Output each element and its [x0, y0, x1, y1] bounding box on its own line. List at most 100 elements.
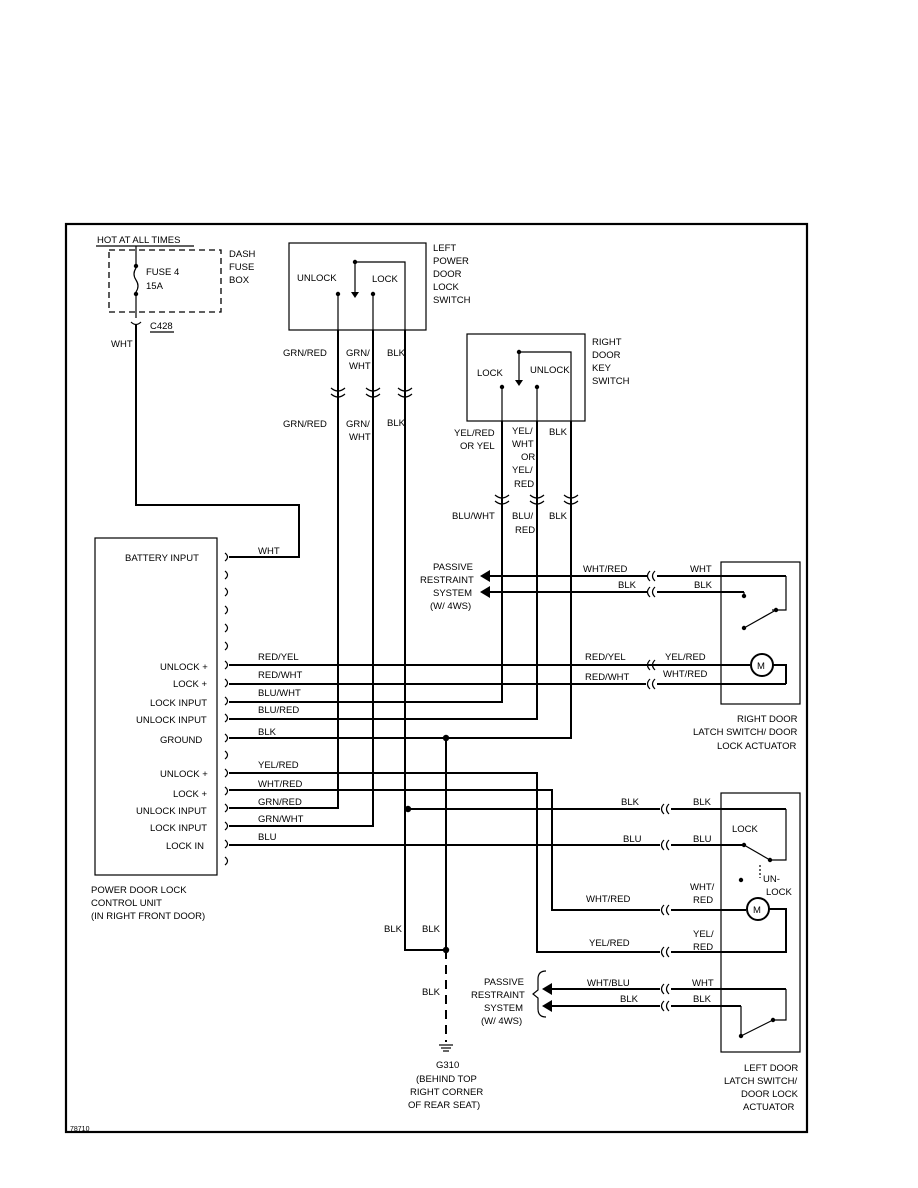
left-switch-title-2: POWER — [433, 256, 469, 267]
wire-yel-red — [229, 772, 660, 953]
cu-wire-blu-red: BLU/RED — [258, 705, 299, 716]
rks-wire-yelred-2: OR YEL — [460, 441, 495, 452]
ground-icon — [439, 1044, 453, 1052]
left-switch-title-4: LOCK — [433, 282, 460, 293]
ld-label-4: ACTUATOR — [743, 1102, 795, 1113]
rks-wire-bluwht: BLU/WHT — [452, 511, 495, 522]
wire-blu-wht — [229, 421, 503, 703]
right-key-switch-title-3: KEY — [592, 363, 612, 374]
cu-pin-unlock-plus-1: UNLOCK + — [160, 662, 208, 673]
rks-wire-blured-1: BLU/ — [512, 511, 533, 522]
cu-pin-lock-input-2: LOCK INPUT — [150, 823, 207, 834]
wire-grn-wht — [229, 330, 374, 827]
connector-c428-label: C428 — [150, 321, 173, 332]
gnd-location-2: RIGHT CORNER — [410, 1087, 483, 1098]
wire-blu-red — [229, 421, 538, 720]
cu-pin-lock-input-1: LOCK INPUT — [150, 698, 207, 709]
lsw-wire-grn-wht-upper-1: GRN/ — [346, 348, 370, 359]
ld-wire-blu-left: BLU — [623, 834, 642, 845]
rks-wire-yelwht-2: WHT — [512, 439, 534, 450]
cu-wire-red-yel: RED/YEL — [258, 652, 299, 663]
ld-unlock-label-2: LOCK — [766, 887, 793, 898]
lsw-wire-blk-lower: BLK — [387, 418, 406, 429]
gnd-wire-left: BLK — [384, 924, 403, 935]
left-door-latch-actuator: BLK BLK BLU BLU LOCK UN- LOCK WHT/RED WH… — [586, 792, 801, 1113]
box-label: BOX — [229, 275, 250, 286]
rd-wire-b-left: RED/WHT — [585, 672, 630, 683]
pr-upper-wire-2-right: BLK — [694, 580, 713, 591]
pr-lower-wire-2-left: BLK — [620, 994, 639, 1005]
rks-wire-yelwht-5: RED — [514, 479, 534, 490]
pr-lower-wire-1-right: WHT — [692, 978, 714, 989]
pr-upper-wire-1-right: WHT — [690, 564, 712, 575]
rks-wire-blk-upper: BLK — [549, 427, 568, 438]
right-door-latch-actuator: RED/YEL YEL/RED RED/WHT WHT/RED M RIGHT … — [585, 561, 801, 752]
rks-wire-blk-lower: BLK — [549, 511, 568, 522]
fuse-label: FUSE — [229, 262, 254, 273]
connector-c428-icon — [130, 321, 142, 326]
pr-upper-label-4: (W/ 4WS) — [430, 601, 471, 612]
rks-lock-label: LOCK — [477, 368, 504, 379]
wire-wht-red — [229, 789, 660, 911]
pr-upper-label-3: SYSTEM — [433, 588, 472, 599]
lsw-wire-grn-wht-upper-2: WHT — [349, 361, 371, 372]
left-power-door-lock-switch: LEFT POWER DOOR LOCK SWITCH UNLOCK LOCK — [288, 242, 471, 331]
right-key-switch-title-1: RIGHT — [592, 337, 622, 348]
pr-lower-label-2: RESTRAINT — [471, 990, 525, 1001]
ld-wire-blu-right: BLU — [693, 834, 712, 845]
cu-pin-ground: GROUND — [160, 735, 202, 746]
left-switch-connectors — [330, 387, 413, 398]
diagram-frame — [64, 222, 809, 1134]
cu-wire-blu: BLU — [258, 832, 277, 843]
gnd-wire-right: BLK — [422, 924, 441, 935]
rks-wire-yelwht-3: OR — [521, 452, 535, 463]
ld-motor-label: M — [753, 905, 761, 916]
wire-wht-battery — [135, 325, 300, 558]
ld-lock-label: LOCK — [732, 824, 759, 835]
ld-wire-whtred-right-2: RED — [693, 895, 713, 906]
dash-fuse-box: HOT AT ALL TIMES FUSE 4 15A DASH FUSE BO… — [96, 235, 256, 350]
pr-upper-label-2: RESTRAINT — [420, 575, 474, 586]
cu-pin-unlock-input-2: UNLOCK INPUT — [136, 806, 207, 817]
ld-wire-yelred-right-2: RED — [693, 942, 713, 953]
rks-wire-blured-2: RED — [515, 525, 535, 536]
cu-wire-grn-wht: GRN/WHT — [258, 814, 304, 825]
dash-label: DASH — [229, 249, 256, 260]
lsw-wire-grn-red-lower: GRN/RED — [283, 419, 327, 430]
ld-unlock-label-1: UN- — [763, 874, 780, 885]
pr-lower-wire-1-left: WHT/BLU — [587, 978, 630, 989]
left-switch-lock-label: LOCK — [372, 274, 399, 285]
gnd-location-3: OF REAR SEAT) — [408, 1100, 480, 1111]
fuse-rating: 15A — [146, 281, 164, 292]
right-key-switch-title-4: SWITCH — [592, 376, 630, 387]
ld-wire-whtred-right-1: WHT/ — [690, 882, 715, 893]
ld-wire-yelred-left: YEL/RED — [589, 938, 630, 949]
cu-wire-wht-red: WHT/RED — [258, 779, 302, 790]
ld-wire-whtred-left: WHT/RED — [586, 894, 630, 905]
figure-id: 78710 — [70, 1126, 90, 1133]
ld-label-2: LATCH SWITCH/ — [724, 1076, 798, 1087]
passive-restraint-upper: PASSIVE RESTRAINT SYSTEM (W/ 4WS) WHT/RE… — [420, 562, 786, 612]
wire-grn-red — [229, 330, 339, 809]
wire-blk-left-switch — [404, 330, 446, 951]
pr-lower-wire-2-right: BLK — [693, 994, 712, 1005]
wire-blk-key-switch — [446, 421, 572, 739]
lsw-wire-blk-upper: BLK — [387, 348, 406, 359]
fuse-name: FUSE 4 — [146, 267, 179, 278]
wire-wht-fuse-label: WHT — [111, 339, 133, 350]
ld-wire-yelred-right-1: YEL/ — [693, 929, 714, 940]
ld-wire-blk-right: BLK — [693, 797, 712, 808]
ld-wire-blk-left: BLK — [621, 797, 640, 808]
rd-label-3: LOCK ACTUATOR — [717, 741, 796, 752]
pr-lower-label-4: (W/ 4WS) — [481, 1016, 522, 1027]
gnd-name: G310 — [436, 1060, 459, 1071]
cu-wire-yel-red: YEL/RED — [258, 760, 299, 771]
rd-label-2: LATCH SWITCH/ DOOR — [693, 727, 797, 738]
rd-motor-label: M — [757, 661, 765, 672]
pr-lower-brace — [532, 970, 547, 1018]
cu-pin-markers — [224, 552, 229, 866]
left-switch-title-5: SWITCH — [433, 295, 471, 306]
ld-label-1: LEFT DOOR — [744, 1063, 798, 1074]
rd-wire-a-right: YEL/RED — [665, 652, 706, 663]
lsw-wire-grn-red-upper: GRN/RED — [283, 348, 327, 359]
